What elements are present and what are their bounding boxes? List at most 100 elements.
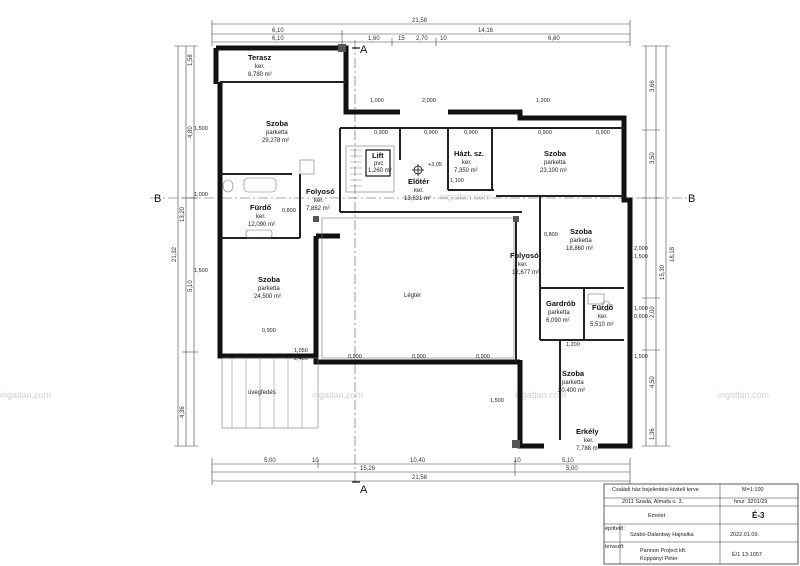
dim-left: 4,36 [180, 406, 186, 418]
svg-text:12,090 m²: 12,090 m² [248, 222, 275, 228]
svg-text:Erkély: Erkély [576, 427, 599, 436]
watermark: ingatlan.com [312, 390, 363, 400]
column [512, 440, 520, 448]
glass-roof-label: üvegfedés [248, 390, 276, 396]
dim-right: 1,36 [650, 428, 656, 440]
svg-text:7,350 m²: 7,350 m² [454, 168, 478, 174]
watermark: ingatlan.com [718, 390, 769, 400]
svg-text:8,780 m²: 8,780 m² [248, 72, 272, 78]
opening-label: 0,900 [476, 354, 490, 360]
svg-text:Folyosó: Folyosó [510, 251, 539, 260]
room-utility: Házt. sz. ker. 7,350 m² [454, 149, 484, 174]
room-lift: Lift pvc 1,260 m² [368, 151, 392, 174]
dim-bottom-segment: 10 [514, 458, 521, 464]
opening-label: 1,500 [194, 268, 208, 274]
svg-text:Szoba: Szoba [266, 119, 289, 128]
dim-top-segment: 15 [398, 36, 405, 42]
dim-bottom-segment: 10,40 [410, 458, 426, 464]
svg-text:ker.: ker. [255, 64, 265, 70]
designer-person: Koppányi Péter [640, 556, 678, 562]
license-number: É/1 13-1057 [732, 551, 762, 558]
bottom-dimensions: 5,00 10 10,40 10 5,10 15,26 5,00 21,58 [211, 458, 631, 485]
svg-text:23,100 m²: 23,100 m² [540, 168, 567, 174]
svg-text:18,860 m²: 18,860 m² [566, 246, 593, 252]
section-a-bottom: A [360, 484, 368, 496]
opening-label: 1,500 [490, 398, 504, 404]
svg-text:Lift: Lift [372, 151, 384, 160]
svg-text:7,862 m²: 7,862 m² [306, 206, 330, 212]
svg-text:ker.: ker. [584, 438, 594, 444]
svg-text:Folyosó: Folyosó [306, 187, 335, 196]
svg-text:1,260 m²: 1,260 m² [368, 168, 392, 174]
svg-text:6,090 m²: 6,090 m² [546, 318, 570, 324]
dim-bottom-segment: 10 [312, 458, 319, 464]
opening-label: 1,500 [194, 126, 208, 132]
dim-right: 3,50 [650, 152, 656, 164]
dim-left: 13,20 [180, 206, 186, 222]
dim-top-segment: 2,70 [416, 36, 428, 42]
dim-bottom-segment: 5,10 [562, 458, 574, 464]
opening-label: 0,900 [424, 130, 438, 136]
opening-label: 0,900 [262, 328, 276, 334]
dim-bottom-segment: 5,00 [566, 466, 578, 472]
svg-text:7,788 m²: 7,788 m² [576, 446, 600, 452]
room-bedroom-4: Szoba parketta 24,500 m² [254, 275, 281, 300]
opening-label: 0,800 [544, 232, 558, 238]
dim-top-left: 6,10 [272, 28, 284, 34]
designer-label: tervező: [605, 544, 625, 550]
svg-text:Gardrób: Gardrób [546, 299, 576, 308]
svg-text:Szoba: Szoba [258, 275, 281, 284]
dim-top-segment: 6,10 [272, 36, 284, 42]
dim-right: 2,00 [650, 306, 656, 318]
project-title: Családi ház bejelentési kiviteli terve [612, 487, 699, 493]
room-hallway-2: Folyosó ker. 12,677 m² [510, 251, 539, 276]
svg-text:pvc: pvc [374, 161, 383, 167]
opening-label: 1,100 [450, 178, 464, 184]
opening-label: 0,900 [348, 354, 362, 360]
svg-text:Szoba: Szoba [570, 227, 593, 236]
svg-text:parketta: parketta [544, 160, 566, 166]
dim-left: 21,32 [172, 246, 178, 262]
left-dimensions: 21,32 13,20 4,36 5,10 4,80 1,58 [172, 45, 198, 447]
section-axes: A A B B [150, 40, 695, 496]
svg-text:Szoba: Szoba [544, 149, 567, 158]
opening-label: 1,500 [634, 354, 648, 360]
svg-text:Előtér: Előtér [408, 177, 429, 186]
svg-text:parketta: parketta [266, 130, 288, 136]
opening-label: 2,400 [294, 356, 308, 362]
dim-top-segment: 6,60 [548, 36, 560, 42]
svg-text:ker.: ker. [256, 214, 266, 220]
room-hallway-1: Folyosó ker. 7,862 m² [306, 187, 335, 212]
level-mark: +3,05 [428, 162, 442, 168]
room-bedroom-2: Szoba parketta 23,100 m² [540, 149, 567, 174]
watermark: ingatlan.com [515, 390, 566, 400]
opening-label: 2,000 [634, 246, 648, 252]
opening-label: 0,900 [412, 354, 426, 360]
designer-company: Pannon Project kft. [640, 548, 687, 554]
svg-text:5,510 m²: 5,510 m² [590, 322, 614, 328]
svg-text:ker.: ker. [518, 262, 528, 268]
drawing-date: 2022.01.09. [730, 532, 760, 538]
right-dimensions: 18,18 15,30 4,50 2,00 3,50 3,66 1,36 [642, 45, 676, 447]
svg-text:ker.: ker. [598, 314, 608, 320]
dim-overall-top: 21,58 [412, 18, 428, 24]
opening-label: 1,050 [294, 348, 308, 354]
svg-text:ker.: ker. [462, 160, 472, 166]
svg-text:29,278 m²: 29,278 m² [262, 138, 289, 144]
column [513, 216, 519, 222]
watermark: ingatlan.com [0, 390, 51, 400]
opening-label: 0,900 [596, 130, 610, 136]
room-bedroom-3: Szoba parketta 18,860 m² [566, 227, 593, 252]
stair-and-lift [345, 145, 395, 193]
dim-bottom-segment: 15,26 [360, 466, 376, 472]
room-bedroom-5: Szoba parketta 20,400 m² [558, 369, 585, 394]
dim-left: 4,80 [188, 126, 194, 138]
level-marker: +3,05 [412, 162, 442, 176]
svg-text:ker.: ker. [314, 198, 324, 204]
sheet-number: É-3 [752, 511, 765, 520]
opening-label: 0,900 [464, 130, 478, 136]
svg-text:13,631 m²: 13,631 m² [404, 196, 431, 202]
bathroom-fixtures [222, 159, 611, 312]
opening-label: 1,200 [536, 98, 550, 104]
opening-label: 1,000 [370, 98, 384, 104]
